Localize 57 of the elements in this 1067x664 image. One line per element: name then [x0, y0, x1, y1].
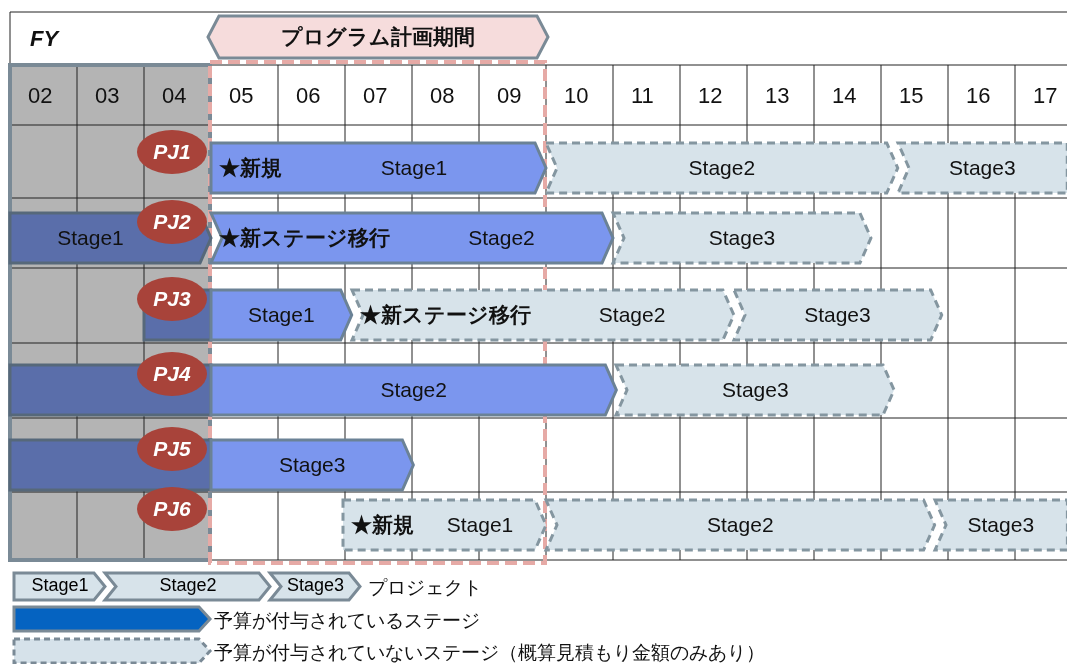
year-label: 16 [966, 83, 991, 109]
stage-bar [613, 213, 871, 263]
legend-text: 予算が付与されているステージ [214, 609, 480, 633]
stage-label: Stage3 [966, 513, 1036, 537]
stage-label: Stage3 [277, 453, 347, 477]
stage-label: Stage2 [379, 378, 448, 402]
legend-text: 予算が付与されていないステージ（概算見積もり金額のみあり） [214, 641, 765, 664]
stage-label: Stage3 [948, 156, 1017, 180]
stage-label: Stage2 [706, 513, 775, 537]
stage-label: Stage2 [159, 575, 217, 596]
year-label: 12 [698, 83, 723, 109]
year-label: 04 [162, 83, 187, 109]
axis-label: FY [30, 26, 59, 52]
stage-label: Stage3 [721, 378, 790, 402]
status-label: ★新規 [350, 512, 414, 538]
year-label: 09 [497, 83, 522, 109]
stage-bar [897, 143, 1067, 193]
stage-label: Stage3 [707, 226, 777, 250]
year-label: 03 [95, 83, 120, 109]
status-label: ★新ステージ移行 [218, 225, 390, 251]
year-label: 10 [564, 83, 589, 109]
stage-bar [211, 365, 617, 415]
stage-bar [733, 290, 942, 340]
stage-bar [934, 500, 1067, 550]
stage-label: Stage1 [31, 575, 89, 596]
year-label: 02 [28, 83, 53, 109]
stage-bar [343, 500, 546, 550]
status-label: ★新規 [218, 155, 282, 181]
stage-label: Stage1 [445, 513, 515, 537]
stage-label: Stage2 [597, 303, 667, 327]
status-label: ★新ステージ移行 [358, 302, 531, 328]
year-label: 06 [296, 83, 321, 109]
stage-label: Stage1 [56, 226, 125, 250]
year-label: 13 [765, 83, 790, 109]
legend-text: プロジェクト [368, 576, 482, 600]
stage-label: Stage3 [803, 303, 872, 327]
stage-bar [351, 290, 734, 340]
year-label: 17 [1033, 83, 1058, 109]
stage-bar [211, 290, 352, 340]
year-label: 14 [832, 83, 857, 109]
period-banner [208, 16, 548, 58]
banner-title: プログラム計画期間 [280, 24, 476, 50]
year-label: 08 [430, 83, 455, 109]
stage-bar [211, 440, 414, 490]
stage-label: Stage1 [247, 303, 316, 327]
year-label: 15 [899, 83, 924, 109]
year-label: 05 [229, 83, 254, 109]
stage-label: Stage2 [687, 156, 757, 180]
stage-bar [211, 213, 613, 263]
stage-bar [211, 143, 546, 193]
stage-label: Stage3 [287, 575, 345, 596]
year-label: 11 [631, 83, 654, 109]
stage-bar [616, 365, 895, 415]
stage-bar [546, 143, 898, 193]
stage-label: Stage1 [379, 156, 449, 180]
year-label: 07 [363, 83, 388, 109]
stage-label: Stage2 [467, 226, 536, 250]
